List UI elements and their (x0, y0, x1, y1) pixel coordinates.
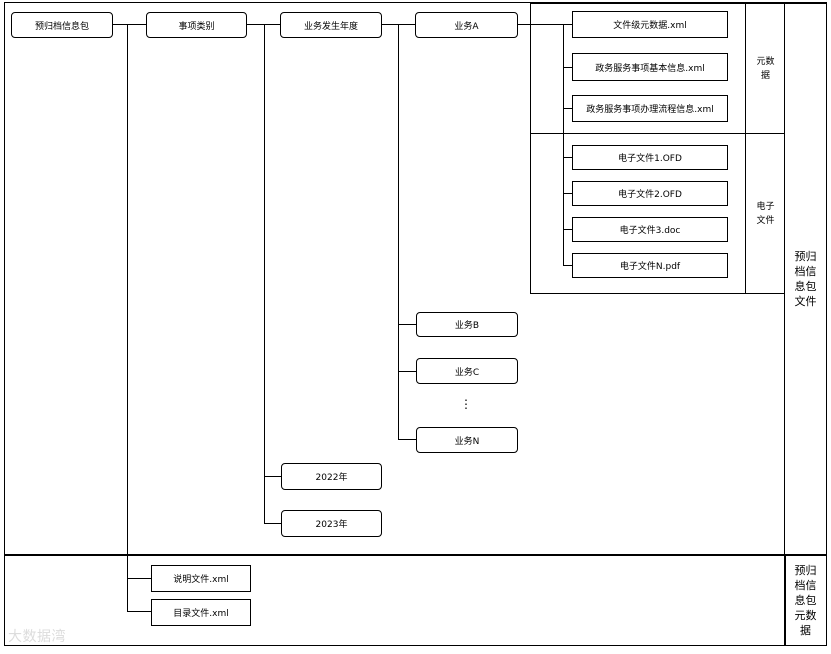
metadata-group-label: 元数 据 (756, 56, 775, 81)
package-metadata-label-cell (784, 555, 827, 646)
business-n-node: 业务N (416, 427, 518, 453)
year-2022-node: 2022年 (281, 463, 382, 490)
electronic-file-node: 电子文件3.doc (572, 217, 728, 242)
business-b-node: 业务B (416, 312, 518, 337)
watermark-text: 大数据湾 (8, 629, 66, 645)
category-node: 事项类别 (146, 12, 247, 38)
package-metadata-label: 预归 档信 息包 元数 据 (794, 564, 817, 637)
electronic-file-node: 电子文件1.OFD (572, 145, 728, 170)
year-2023-node: 2023年 (281, 510, 382, 537)
root-file-node: 说明文件.xml (151, 565, 251, 592)
root-node: 预归档信息包 (11, 12, 113, 38)
root-file-node: 目录文件.xml (151, 599, 251, 626)
business-c-node: 业务C (416, 358, 518, 384)
business-a-node: 业务A (415, 12, 518, 38)
metadata-file-node: 政务服务事项办理流程信息.xml (572, 95, 728, 122)
electronic-group-label: 电子 文件 (756, 201, 775, 226)
electronic-file-node: 电子文件N.pdf (572, 253, 728, 278)
package-files-label: 预归 档信 息包 文件 (794, 250, 817, 308)
electronic-file-node: 电子文件2.OFD (572, 181, 728, 206)
year-node: 业务发生年度 (280, 12, 382, 38)
ellipsis: ⋮ (460, 397, 472, 411)
package-files-label-cell (784, 3, 827, 555)
metadata-file-node: 文件级元数据.xml (572, 11, 728, 38)
metadata-file-node: 政务服务事项基本信息.xml (572, 53, 728, 81)
